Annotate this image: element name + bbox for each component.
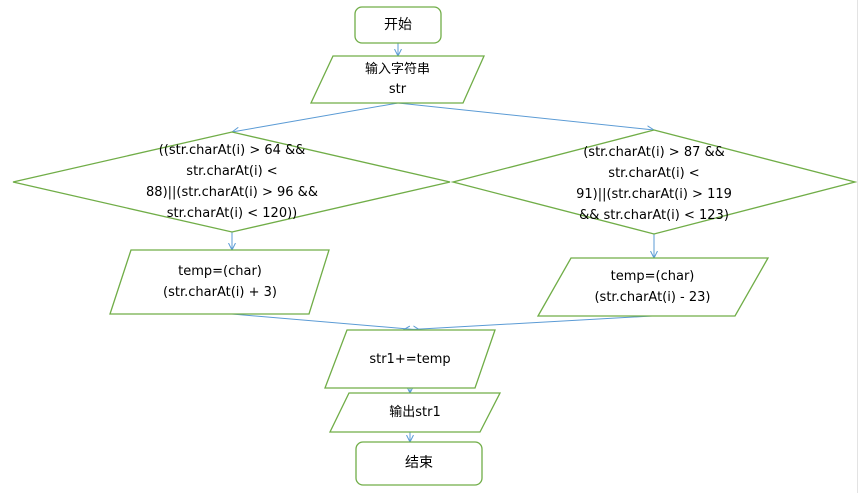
cond-left-diamond-shape [12,131,451,233]
append-parallelogram-shape [324,329,496,389]
edge-shift-right-to-append [403,315,653,330]
edge-shift-left-to-append [231,313,420,330]
output-parallelogram-shape [328,392,502,433]
shift-left-parallelogram-shape [109,249,330,315]
start-terminator-shape [354,6,442,44]
edge-input-to-cond-right [397,102,654,130]
edge-input-to-cond-left [232,102,399,132]
input-parallelogram-shape [309,55,486,104]
page-edge-divider [857,0,858,493]
cond-right-diamond-shape [450,129,858,235]
shift-right-parallelogram-shape [536,257,770,317]
end-terminator-shape [355,441,483,486]
